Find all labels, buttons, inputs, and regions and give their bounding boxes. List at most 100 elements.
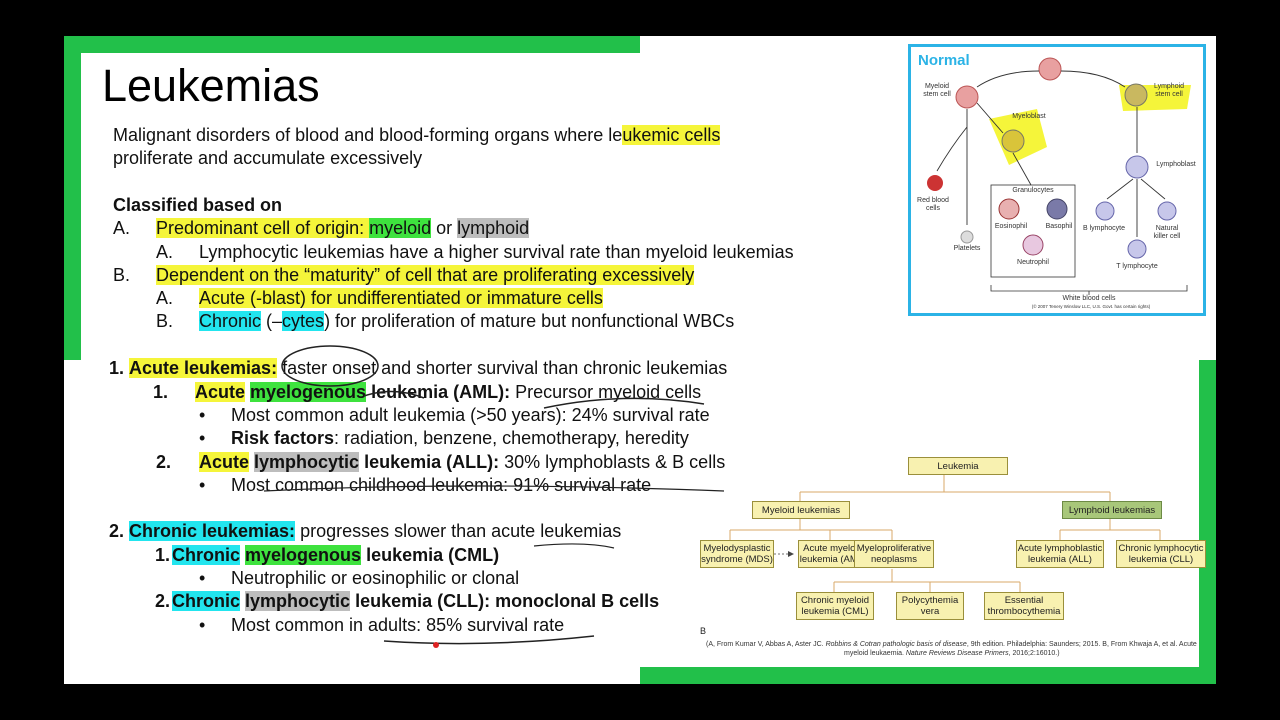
cll-num: 2.	[155, 591, 171, 611]
ink-stroke-5	[383, 635, 595, 645]
wbc-bracket	[990, 285, 1188, 295]
all-lymphocytic: lymphocytic	[254, 452, 360, 472]
aml-desc: Precursor myeloid cells	[510, 382, 702, 402]
cml-num: 1.	[155, 545, 171, 565]
cml-line: Chronic myelogenous leukemia (CML)	[172, 544, 499, 566]
ref-a: (A, From Kumar V, Abbas A, Aster JC.	[706, 641, 826, 648]
class-b-sub2-rest: ) for proliferation of mature but nonfun…	[324, 311, 735, 331]
b-lymphocyte-icon	[1095, 201, 1115, 221]
platelets-icon	[960, 230, 974, 244]
tree-node-myeloid: Myeloid leukemias	[752, 501, 850, 519]
class-b-sub2-line: Chronic (–cytes) for proliferation of ma…	[199, 310, 734, 332]
cml-b1-bullet: •	[199, 568, 206, 588]
aml-b1: Most common adult leukemia (>50 years): …	[231, 405, 710, 425]
label-lymphoid-stem: Lymphoid stem cell	[1153, 83, 1185, 98]
ref-b-rest: , 2016;2:16010.)	[1008, 650, 1060, 657]
t-lymphocyte-icon	[1127, 239, 1147, 259]
lymphoid-stem-cell-icon	[1124, 83, 1148, 107]
class-b-text: Dependent on the “maturity” of cell that…	[156, 265, 695, 285]
nk-cell-icon	[1157, 201, 1177, 221]
cml-title: leukemia (CML)	[361, 545, 500, 565]
acute-heading: Acute leukemias:	[129, 358, 278, 378]
tree-reference-line-1: (A, From Kumar V, Abbas A, Aster JC. Rob…	[706, 640, 1197, 649]
acute-blast-highlight: Acute (-blast)	[199, 288, 307, 308]
tree-node-et: Essential thrombocythemia	[984, 592, 1064, 620]
all-line: Acute lymphocytic leukemia (ALL): 30% ly…	[199, 451, 725, 473]
tree-node-mds: Myelodysplastic syndrome (MDS)	[700, 540, 774, 568]
tree-node-leukemia: Leukemia	[908, 457, 1008, 475]
eosinophil-icon	[998, 198, 1020, 220]
intro-highlight: ukemic cells	[622, 125, 721, 145]
figure-drawing	[927, 57, 1191, 295]
green-bar-left	[64, 36, 81, 360]
cytes-prefix: (–	[261, 311, 283, 331]
cll-chronic: Chronic	[172, 591, 241, 611]
cml-myelogenous: myelogenous	[245, 545, 362, 565]
tree-node-lymphoid: Lymphoid leukemias	[1062, 501, 1162, 519]
label-myeloblast: Myeloblast	[1012, 113, 1046, 120]
label-basophil: Basophil	[1045, 223, 1073, 230]
label-t-lymphocyte: T lymphocyte	[1116, 263, 1158, 270]
label-rbc: Red blood cells	[917, 197, 949, 212]
all-desc: 30% lymphoblasts & B cells	[499, 452, 726, 472]
aml-acute: Acute	[195, 382, 246, 402]
risk-factors-label: Risk factors	[231, 428, 335, 448]
tree-node-cll: Chronic lymphocytic leukemia (CLL)	[1116, 540, 1206, 568]
class-a-text: Predominant cell of origin:	[156, 218, 370, 238]
ink-stroke-4	[533, 543, 615, 549]
myeloid-stem-cell-icon	[955, 85, 979, 109]
myeloid-highlight: myeloid	[369, 218, 432, 238]
myeloblast-icon	[1001, 129, 1025, 153]
all-num: 2.	[156, 452, 172, 472]
tree-reference-line-2: myeloid leukaemia. Nature Reviews Diseas…	[844, 649, 1060, 658]
green-bar-bottom-right	[640, 667, 1216, 684]
classified-heading: Classified based on	[113, 195, 283, 215]
acute-heading-rest: faster onset and shorter survival than c…	[277, 358, 728, 378]
risk-factors-text: : radiation, benzene, chemotherapy, here…	[334, 428, 689, 448]
cll-b1: Most common in adults: 85% survival rate	[231, 615, 565, 635]
all-acute: Acute	[199, 452, 250, 472]
chronic-heading: Chronic leukemias:	[129, 521, 296, 541]
cll-title: leukemia (CLL): monoclonal B cells	[350, 591, 660, 611]
label-nk-cell: Natural killer cell	[1153, 225, 1181, 240]
label-myeloid-stem: Myeloid stem cell	[923, 83, 951, 98]
ink-cursor-dot	[433, 642, 439, 648]
lymphoid-highlight: lymphoid	[457, 218, 530, 238]
ref-b: myeloid leukaemia.	[844, 650, 906, 657]
chronic-num: 2.	[109, 521, 125, 541]
label-platelets: Platelets	[953, 245, 981, 252]
aml-num: 1.	[153, 382, 169, 402]
granulocytes-box	[990, 184, 1076, 278]
green-bar-right	[1199, 360, 1216, 684]
ref-a-rest: , 9th edition. Philadelphia: Saunders; 2…	[966, 641, 1197, 648]
tree-node-all: Acute lymphoblastic leukemia (ALL)	[1016, 540, 1104, 568]
basophil-icon	[1046, 198, 1068, 220]
figure-title: Normal	[918, 52, 970, 69]
all-b1-bullet: •	[199, 475, 206, 495]
class-b-sub1-marker: A.	[156, 288, 174, 308]
tree-node-cml: Chronic myeloid leukemia (CML)	[796, 592, 874, 620]
acute-heading-line: Acute leukemias: faster onset and shorte…	[129, 357, 727, 379]
stem-cell-icon	[1038, 57, 1062, 81]
chronic-heading-line: Chronic leukemias: progresses slower tha…	[129, 520, 621, 542]
lineage-arrows	[936, 70, 1166, 237]
all-b1: Most common childhood leukemia: 91% surv…	[231, 475, 652, 495]
class-b-sub1-rest: for undifferentiated or immature cells	[306, 288, 603, 308]
aml-title: leukemia (AML):	[366, 382, 511, 402]
ref-b-italic: Nature Reviews Disease Primers	[905, 650, 1009, 657]
cytes-highlight: cytes	[282, 311, 325, 331]
or-text: or	[431, 218, 458, 238]
slide: Leukemias Malignant disorders of blood a…	[64, 36, 1216, 684]
label-neutrophil: Neutrophil	[1017, 259, 1049, 266]
class-a-sub-marker: A.	[156, 242, 174, 262]
class-b-marker: B.	[113, 265, 131, 285]
class-b-sub1-line: Acute (-blast) for undifferentiated or i…	[199, 287, 603, 309]
lymphoblast-icon	[1125, 155, 1149, 179]
aml-myelogenous: myelogenous	[250, 382, 367, 402]
chronic-heading-rest: progresses slower than acute leukemias	[295, 521, 622, 541]
cml-b1: Neutrophilic or eosinophilic or clonal	[231, 568, 520, 588]
aml-line: Acute myelogenous leukemia (AML): Precur…	[195, 381, 701, 403]
label-b-lymphocyte: B lymphocyte	[1082, 225, 1126, 232]
tree-connectors	[729, 474, 1161, 592]
cml-chronic: Chronic	[172, 545, 241, 565]
